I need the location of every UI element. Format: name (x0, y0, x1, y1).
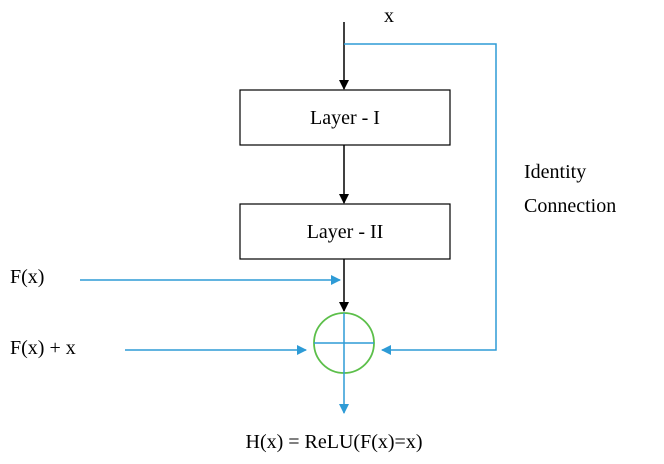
layer-2-label: Layer - II (307, 221, 384, 243)
layer-1-label: Layer - I (310, 107, 380, 129)
input-label: x (384, 5, 394, 27)
identity-label-line2: Connection (524, 195, 616, 217)
fx-label: F(x) (10, 266, 44, 288)
layer-1-box (239, 89, 451, 146)
layer-2-box (239, 203, 451, 260)
identity-connection-arrow (344, 43, 497, 355)
identity-label-line1: Identity (524, 161, 586, 183)
fx-plus-x-label: F(x) + x (10, 337, 76, 359)
output-label: H(x) = ReLU(F(x)=x) (246, 431, 423, 453)
